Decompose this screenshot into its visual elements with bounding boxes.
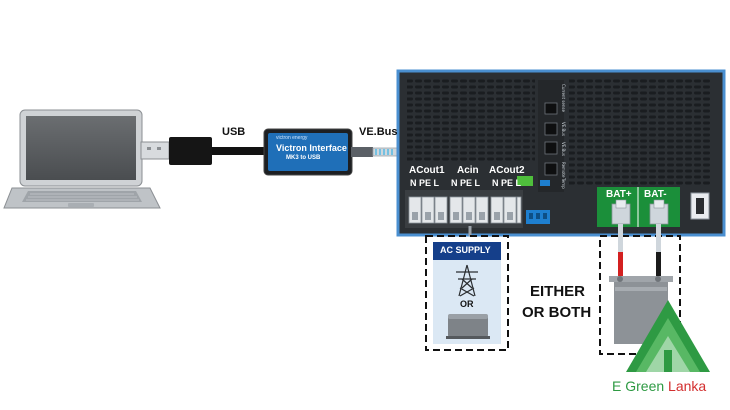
port-column xyxy=(538,80,564,192)
laptop-icon xyxy=(3,109,161,209)
vebus-port xyxy=(544,141,558,155)
current-sense-port xyxy=(544,102,558,115)
vebus-label: VE.Bus xyxy=(359,126,398,138)
port-label-2: VE.Bus xyxy=(561,122,566,136)
logo-lanka: Lanka xyxy=(668,378,707,394)
generator-icon xyxy=(446,314,490,339)
usb-cable xyxy=(212,147,266,155)
power-switch xyxy=(690,192,710,220)
battery-terminal-panel xyxy=(597,187,680,227)
acout2-label: ACout2 xyxy=(489,165,525,176)
npel-label-1: N PE L xyxy=(410,178,440,188)
npel-label-2: N PE L xyxy=(451,178,481,188)
interface-title: Victron Interface xyxy=(276,143,347,153)
npel-label-3: N PE L xyxy=(492,178,522,188)
acin-label: Acin xyxy=(457,165,479,176)
victron-interface-device xyxy=(263,128,353,176)
logo-e-green: E Green xyxy=(612,378,665,394)
usb-plug-icon xyxy=(140,137,212,165)
acout1-label: ACout1 xyxy=(409,165,445,176)
usb-label: USB xyxy=(222,126,246,138)
tree-logo-icon xyxy=(626,300,710,372)
bat-plus-label: BAT+ xyxy=(606,189,632,200)
port-label-4: Remote xyxy=(561,162,566,178)
battery-cables xyxy=(618,224,661,276)
either-line2: OR BOTH xyxy=(522,304,592,321)
interface-brand: victron energy xyxy=(276,135,308,141)
ac-supply-label: AC SUPPLY xyxy=(440,245,491,255)
rj45-connector-icon xyxy=(544,122,558,136)
remote-terminal xyxy=(517,176,533,186)
ac-terminal-block xyxy=(408,196,550,224)
interface-subtitle: MK3 to USB xyxy=(286,155,321,161)
remote-port xyxy=(544,162,558,176)
or-label: OR xyxy=(460,299,474,309)
either-line1: EITHER xyxy=(530,283,586,300)
logo-text: E Green Lanka xyxy=(612,378,706,394)
bat-minus-label: BAT- xyxy=(644,189,667,200)
port-label-1: Current sense xyxy=(561,84,566,112)
port-label-5: Temp xyxy=(561,178,566,189)
pylon-icon xyxy=(456,264,478,297)
port-label-3: VE.Bus xyxy=(561,142,566,156)
